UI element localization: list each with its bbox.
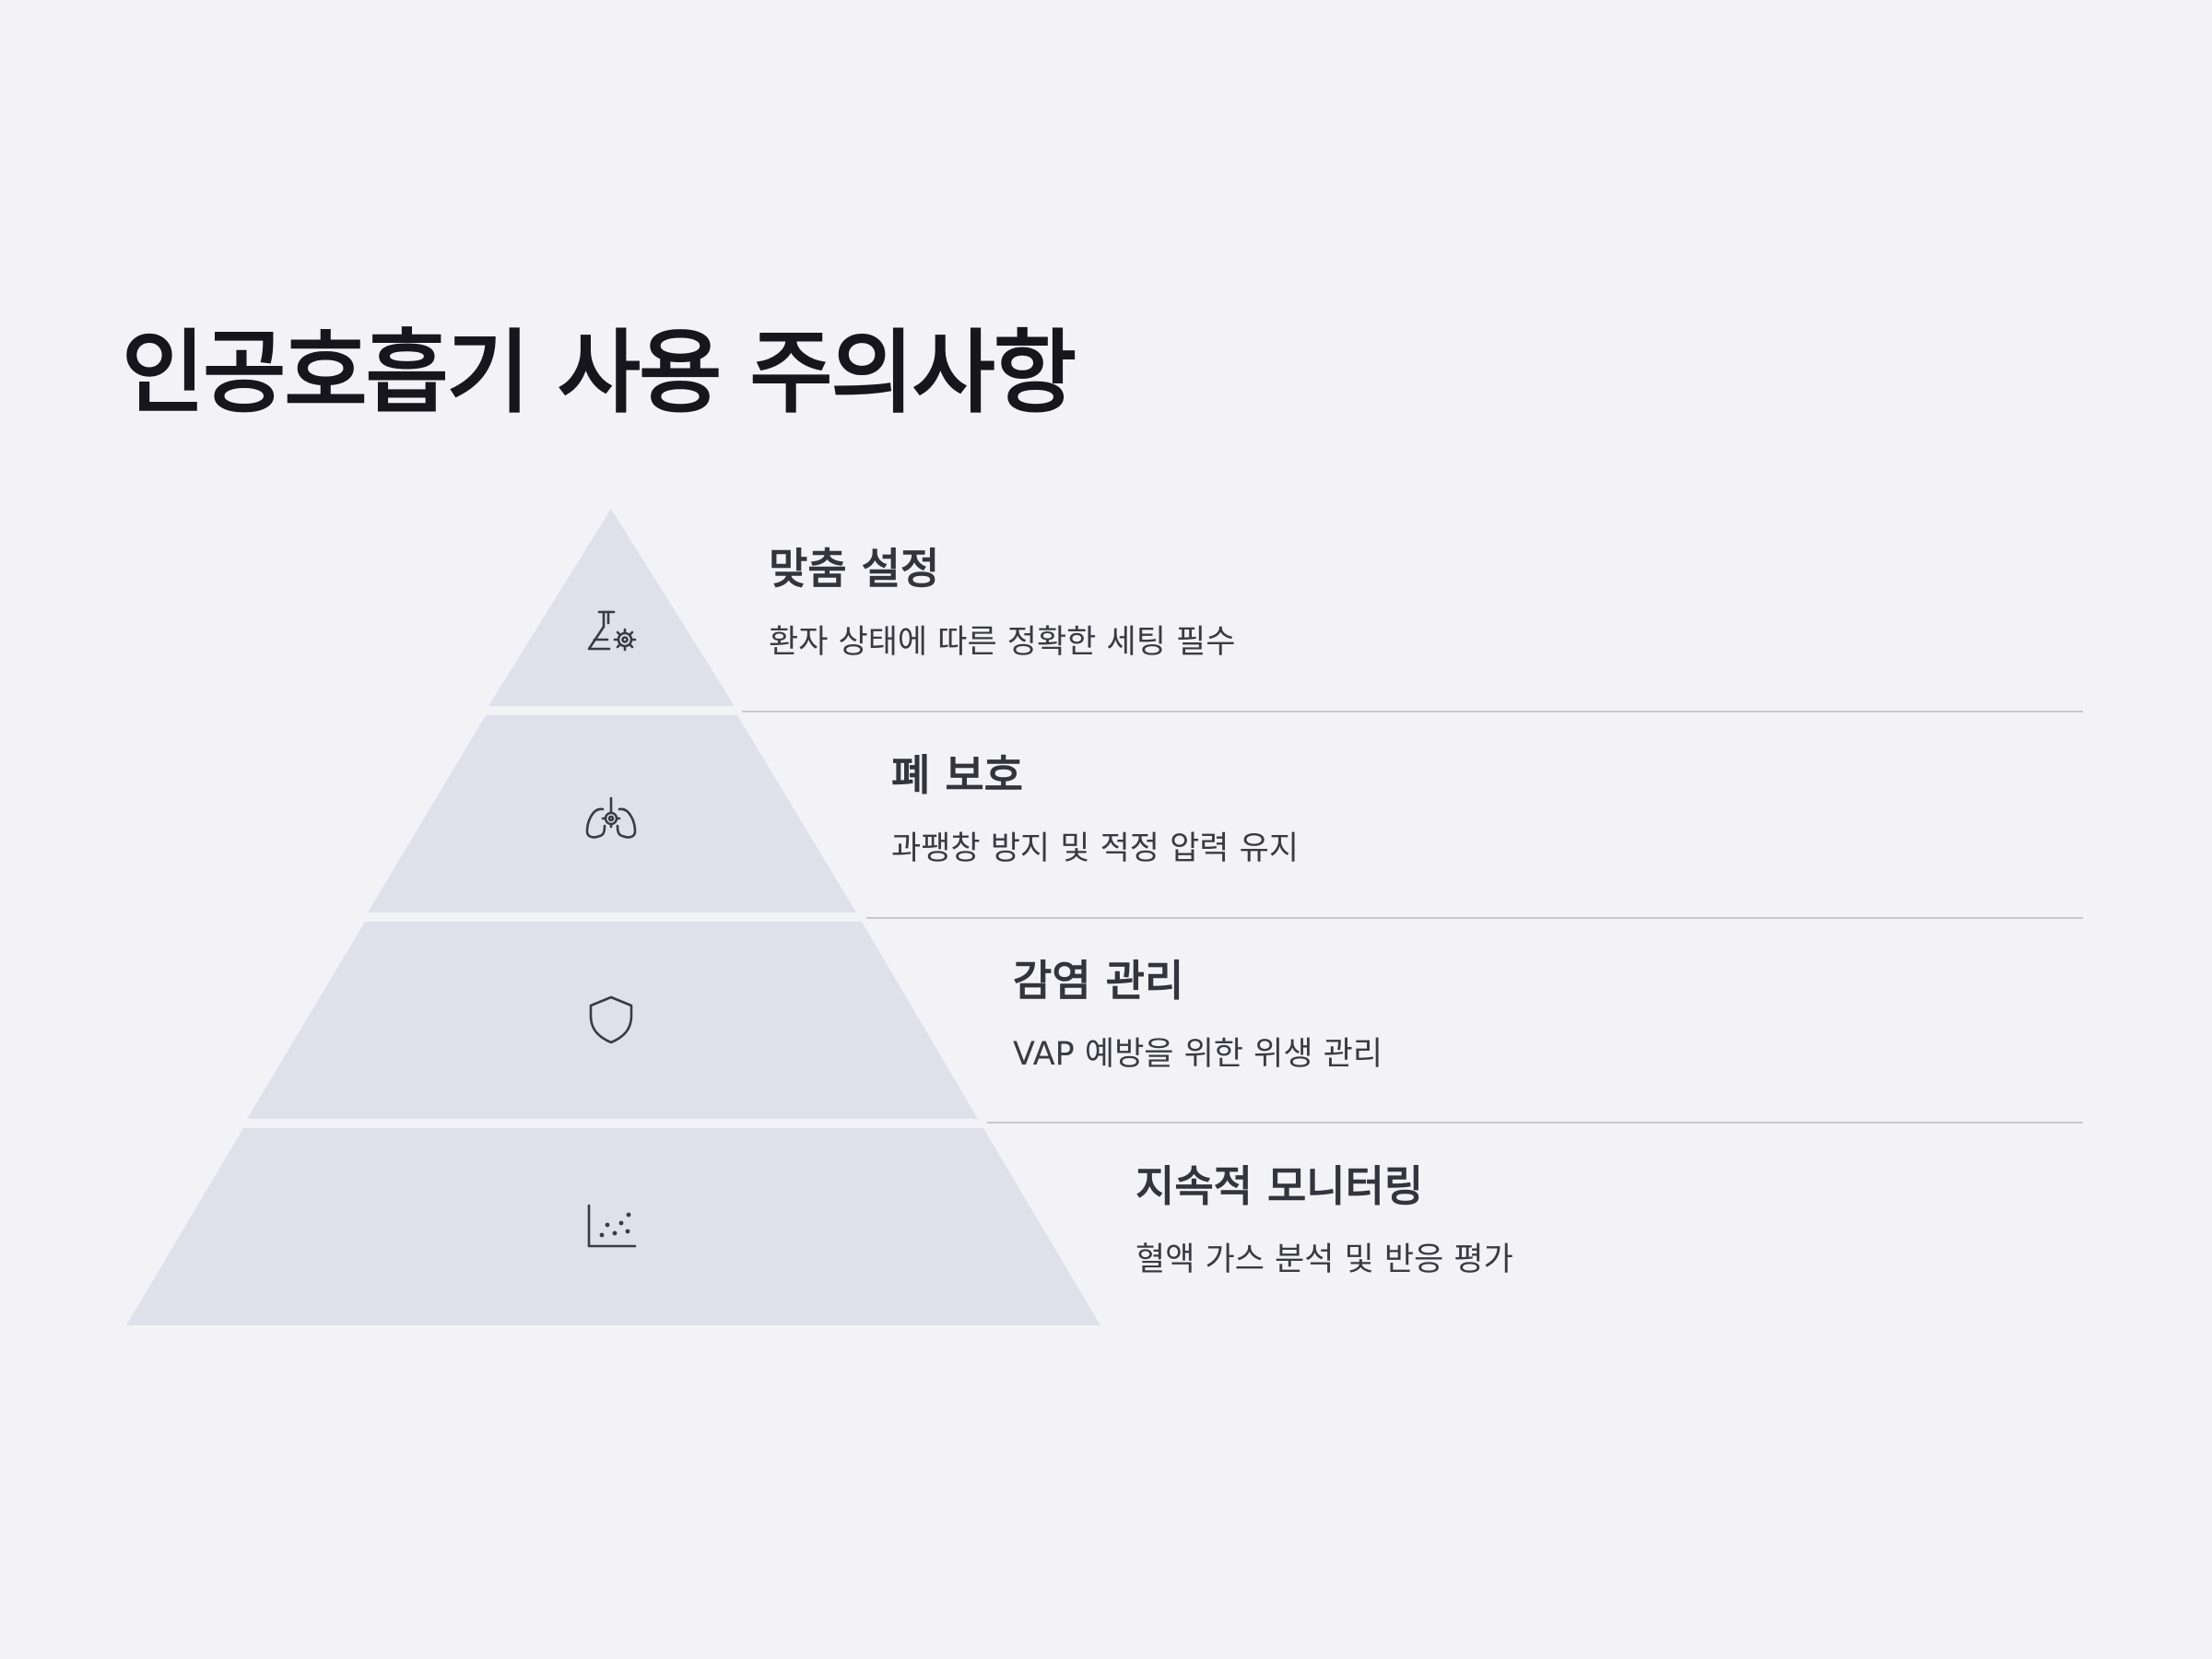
level-1-description: 환자 상태에 따른 정확한 세팅 필수 bbox=[769, 624, 1236, 661]
lungs-icon bbox=[585, 796, 637, 839]
page-title: 인공호흡기 사용 주의사항 bbox=[122, 321, 1077, 426]
pyramid-segment-3 bbox=[247, 922, 978, 1119]
flask-gear-icon bbox=[587, 610, 637, 652]
pyramid-level-4 bbox=[126, 1128, 1100, 1325]
level-4-description: 혈액 가스 분석 및 반응 평가 bbox=[1135, 1241, 1513, 1278]
level-1-heading: 맞춤 설정 bbox=[769, 544, 940, 594]
pyramid-segment-4 bbox=[126, 1128, 1100, 1325]
level-4-heading: 지속적 모니터링 bbox=[1135, 1161, 1424, 1211]
shield-icon bbox=[589, 995, 633, 1044]
pyramid-level-1 bbox=[488, 509, 2083, 712]
scatter-chart-icon bbox=[587, 1204, 637, 1248]
pyramid-level-2 bbox=[368, 715, 2083, 919]
level-3-heading: 감염 관리 bbox=[1013, 956, 1184, 1006]
level-2-description: 과팽창 방지 및 적정 압력 유지 bbox=[891, 830, 1300, 867]
level-2-heading: 폐 보호 bbox=[891, 750, 1023, 800]
level-3-description: VAP 예방을 위한 위생 관리 bbox=[1013, 1036, 1383, 1073]
pyramid-segment-1 bbox=[488, 509, 735, 706]
pyramid-level-3 bbox=[247, 922, 2083, 1124]
